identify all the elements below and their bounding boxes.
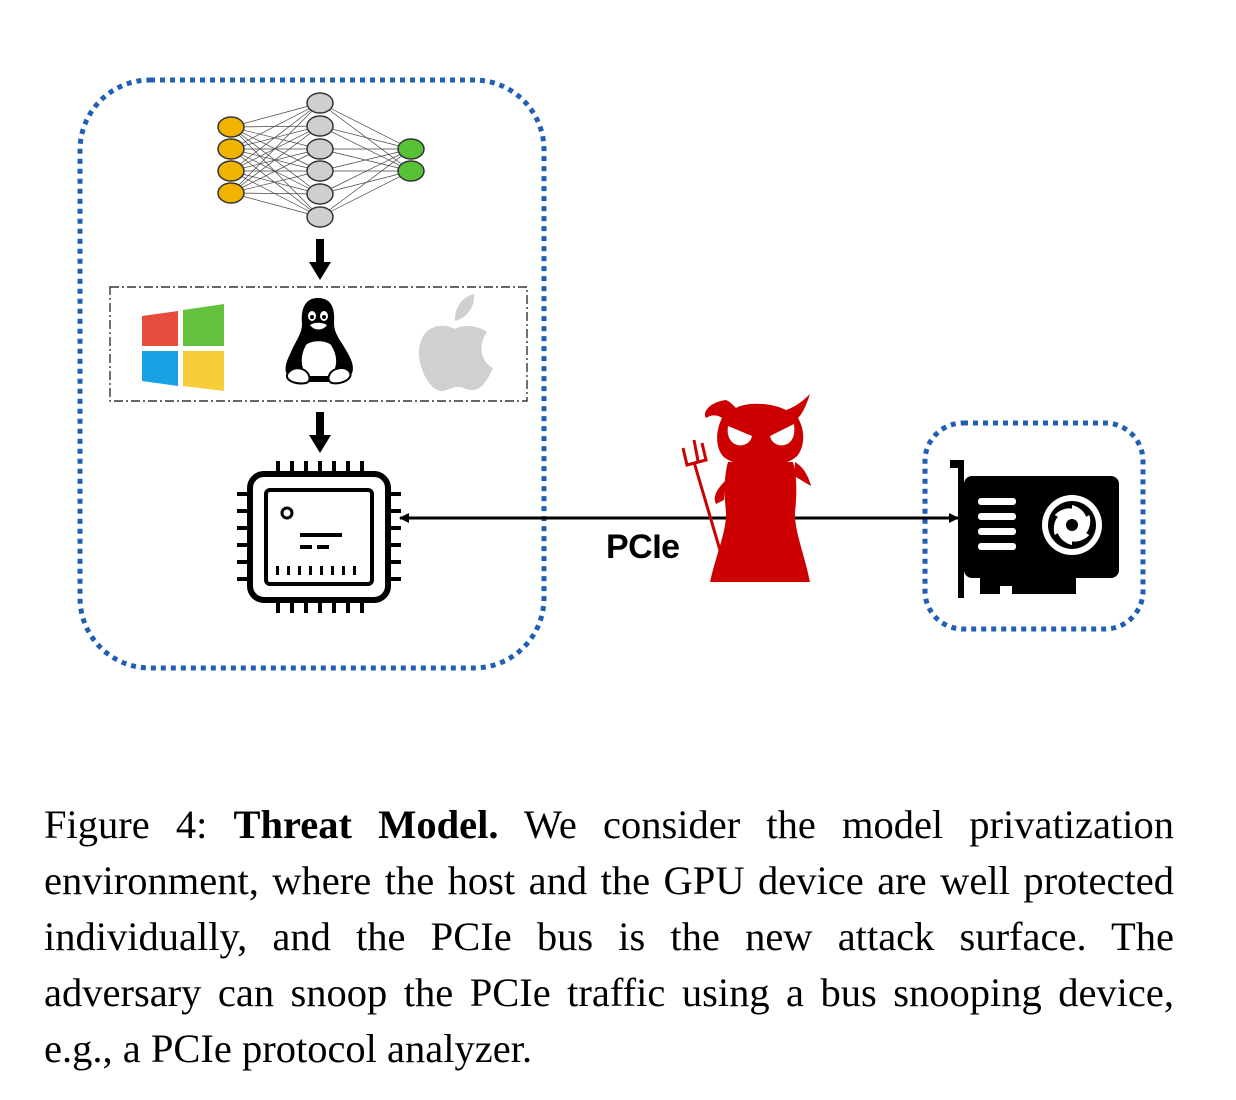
caption-label: Figure 4: [44,802,208,847]
host-boundary [77,77,547,671]
down-arrow-1 [309,239,331,280]
linux-tux-icon [285,298,353,385]
apple-logo-icon [418,294,493,392]
caption-title: Threat Model. [233,802,499,847]
cpu-chip-icon [237,461,401,613]
figure-caption: Figure 4: Threat Model. We consider the … [44,797,1174,1077]
pcie-label: PCIe [606,528,680,566]
gpu-card-icon [950,460,1119,598]
caption-body: We consider the model privatization envi… [44,802,1174,1071]
threat-model-figure: PCIe [77,77,1146,671]
neural-network-icon [217,92,425,228]
gpu-boundary [922,420,1146,632]
down-arrow-2 [309,412,331,453]
devil-icon [681,394,811,582]
os-box [109,286,528,402]
windows-logo-icon [142,304,224,391]
